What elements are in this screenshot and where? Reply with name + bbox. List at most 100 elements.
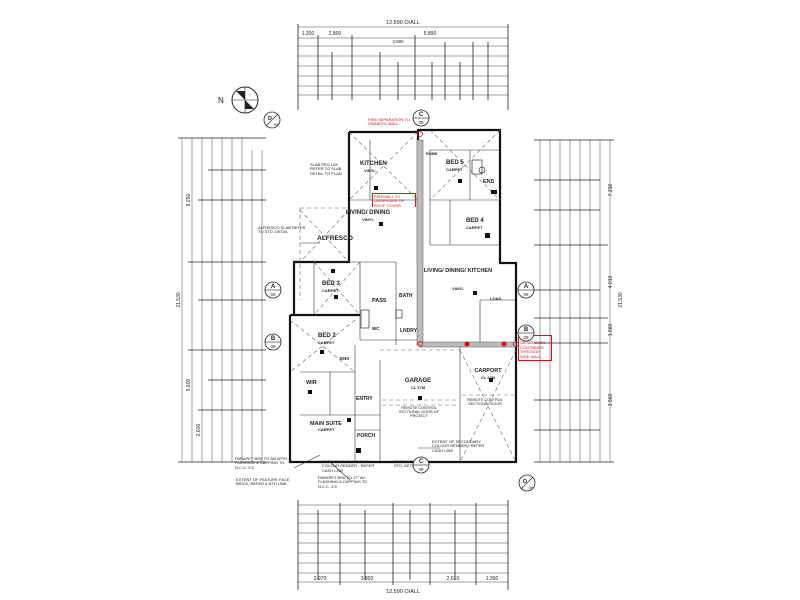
note-garage: REMOTE CONTROL SECTIONAL DOOR OF PROJECT (399, 406, 439, 418)
room-lndry: LNDRY (400, 328, 418, 334)
room-bed3: BED 3 (322, 281, 340, 287)
room-ens2: ENS (340, 356, 349, 361)
room-bed2-sub: CARPET (318, 340, 335, 345)
svg-text:D: D (268, 116, 272, 122)
note-secondary-render-right: EXTENT OF SECONDARY COLOUR RENDER - REFE… (432, 440, 484, 453)
room-carport-sub: CL 27M (481, 375, 496, 380)
svg-text:A: A (271, 284, 276, 290)
right-dimensions: 21.530 7.230 4.010 1.660 3.560 (534, 139, 624, 463)
section-d-ne: D 09 (263, 111, 281, 129)
north-arrow: N (218, 86, 259, 114)
room-bed5: BED 5 (446, 160, 464, 166)
svg-text:09: 09 (418, 467, 424, 472)
room-load: LOAD (490, 296, 501, 301)
room-wir: WIR (306, 380, 317, 386)
top-dim-4: 5.890 (424, 31, 437, 37)
top-dim-3: 3.890 (392, 39, 404, 44)
note-parapet-left: PARAPET BRK TO 3M WITH FLASHING & CAPPIN… (235, 457, 287, 470)
svg-text:A: A (524, 284, 529, 290)
bottom-overall-dim: 12.590 O/ALL (386, 589, 420, 595)
room-main-suite-sub: CARPET (318, 427, 335, 432)
svg-text:09: 09 (523, 335, 529, 340)
right-dim-2: 4.010 (608, 276, 614, 289)
right-overall-dim: 21.530 (618, 292, 624, 308)
left-dimensions: 21.530 8.250 5.600 2.600 (176, 137, 266, 463)
svg-text:09: 09 (523, 292, 529, 297)
svg-text:09: 09 (418, 120, 424, 125)
right-dim-3: 1.660 (608, 324, 614, 337)
room-labels: KITCHEN VINYL LIVING/ DINING VINYL ALFRE… (306, 151, 502, 439)
section-d-sw: D 09 (518, 474, 536, 492)
section-b-left: B 09 (264, 333, 282, 351)
svg-text:09: 09 (270, 292, 276, 297)
section-b-right: B 09 (517, 324, 535, 342)
top-dimensions: 12.590 O/ALL 1.200 2.800 3.890 5.890 (297, 20, 509, 110)
svg-text:C: C (419, 112, 424, 118)
bottom-dimensions: 2.970 3.800 2.610 1.300 12.590 O/ALL (297, 500, 509, 595)
right-dim-1: 7.230 (608, 184, 614, 197)
section-c-top: C 09 (412, 109, 430, 127)
left-overall-dim: 21.530 (176, 292, 182, 308)
room-garage-sub: CL 27M (411, 385, 426, 390)
svg-text:09: 09 (529, 485, 534, 490)
right-dim-4: 3.560 (608, 394, 614, 407)
bottom-dim-3: 2.610 (447, 576, 460, 582)
room-carport: CARPORT (474, 368, 502, 374)
room-bed2: BED 2 (318, 333, 336, 339)
svg-text:B: B (524, 327, 529, 333)
svg-text:09: 09 (270, 344, 276, 349)
svg-text:D: D (523, 479, 527, 485)
bottom-dim-2: 3.800 (361, 576, 374, 582)
room-living-dining: LIVING/ DINING (346, 210, 391, 216)
top-dim-2: 2.800 (329, 31, 342, 37)
section-a-right: A 09 (517, 281, 535, 299)
note-slab: SLAB PEG LAY REFER TO SLAB DETAIL TO PLA… (310, 163, 342, 176)
firewall-strip (416, 139, 517, 348)
north-label: N (218, 96, 224, 105)
red-markers (417, 131, 519, 347)
svg-text:C: C (419, 459, 424, 465)
bottom-dim-1: 2.970 (314, 576, 327, 582)
note-secondary-render-bottom: EXTENT OF SECONDARY COLOUR RENDER - REFE… (322, 460, 374, 473)
room-pass: PASS (372, 298, 387, 304)
section-a-left: A 09 (264, 281, 282, 299)
room-entry: ENTRY (356, 396, 373, 402)
room-bed5-sub: CARPET (446, 167, 463, 172)
room-alfresco: ALFRESCO (317, 235, 353, 242)
section-markers: A 09 A 09 B 09 B 09 C 09 (263, 109, 536, 492)
room-living-dining-kitchen-sub: VINYL (452, 286, 464, 291)
top-overall-dim: 12.590 O/ALL (386, 20, 420, 26)
room-ens: ENS (483, 179, 495, 185)
fixtures (308, 159, 497, 453)
room-bed4: BED 4 (466, 218, 484, 224)
room-living-dining-sub: VINYL (362, 217, 374, 222)
left-dim-2: 5.600 (186, 379, 192, 392)
note-firewall: FIREWALL TO UNDERSIDE OF ROOF COVER (372, 193, 416, 207)
room-kitchen-sub: VINYL (364, 168, 376, 173)
svg-text:09: 09 (274, 122, 279, 127)
note-fire-separation-top: FIRE SEPARATION TO OWNER'S WALL (368, 118, 410, 126)
note-carport: REMOTE CONTROL SECTIONAL DOOR (467, 398, 503, 406)
leader-lines (293, 242, 440, 481)
room-garage: GARAGE (405, 378, 431, 384)
top-dim-1: 1.200 (302, 31, 315, 37)
room-porch: PORCH (357, 433, 375, 439)
note-porch-eave: PORCH EAVE TO STD. DETAIL (394, 460, 426, 468)
room-robe: ROBE (426, 151, 438, 156)
room-bath: BATH (399, 293, 413, 299)
roof-dashes (289, 129, 517, 463)
bottom-dim-4: 1.300 (486, 576, 499, 582)
note-parapet-bottom: PARAPET BRK TO 27" AV. FLASHING & CAPPIN… (318, 476, 367, 489)
svg-text:B: B (271, 336, 276, 342)
room-kitchen: KITCHEN (360, 161, 387, 167)
left-dim-1: 8.250 (186, 194, 192, 207)
left-dim-3: 2.600 (196, 424, 202, 437)
note-feature-face: EXTENT OF FEATURE FACE BRICK. REFER 4 NT… (236, 478, 289, 486)
notes: FIRE SEPARATION TO OWNER'S WALL FIREWALL… (235, 118, 552, 489)
room-bed4-sub: CARPET (466, 225, 483, 230)
room-wc: WC (372, 326, 380, 331)
note-alfresco: ALFRESCO SLAB REFER TO STD. DETAIL (258, 226, 306, 234)
room-main-suite: MAIN SUITE (310, 421, 342, 427)
room-bed3-sub: CARPET (322, 288, 339, 293)
room-living-dining-kitchen: LIVING/ DINING/ KITCHEN (424, 268, 492, 274)
